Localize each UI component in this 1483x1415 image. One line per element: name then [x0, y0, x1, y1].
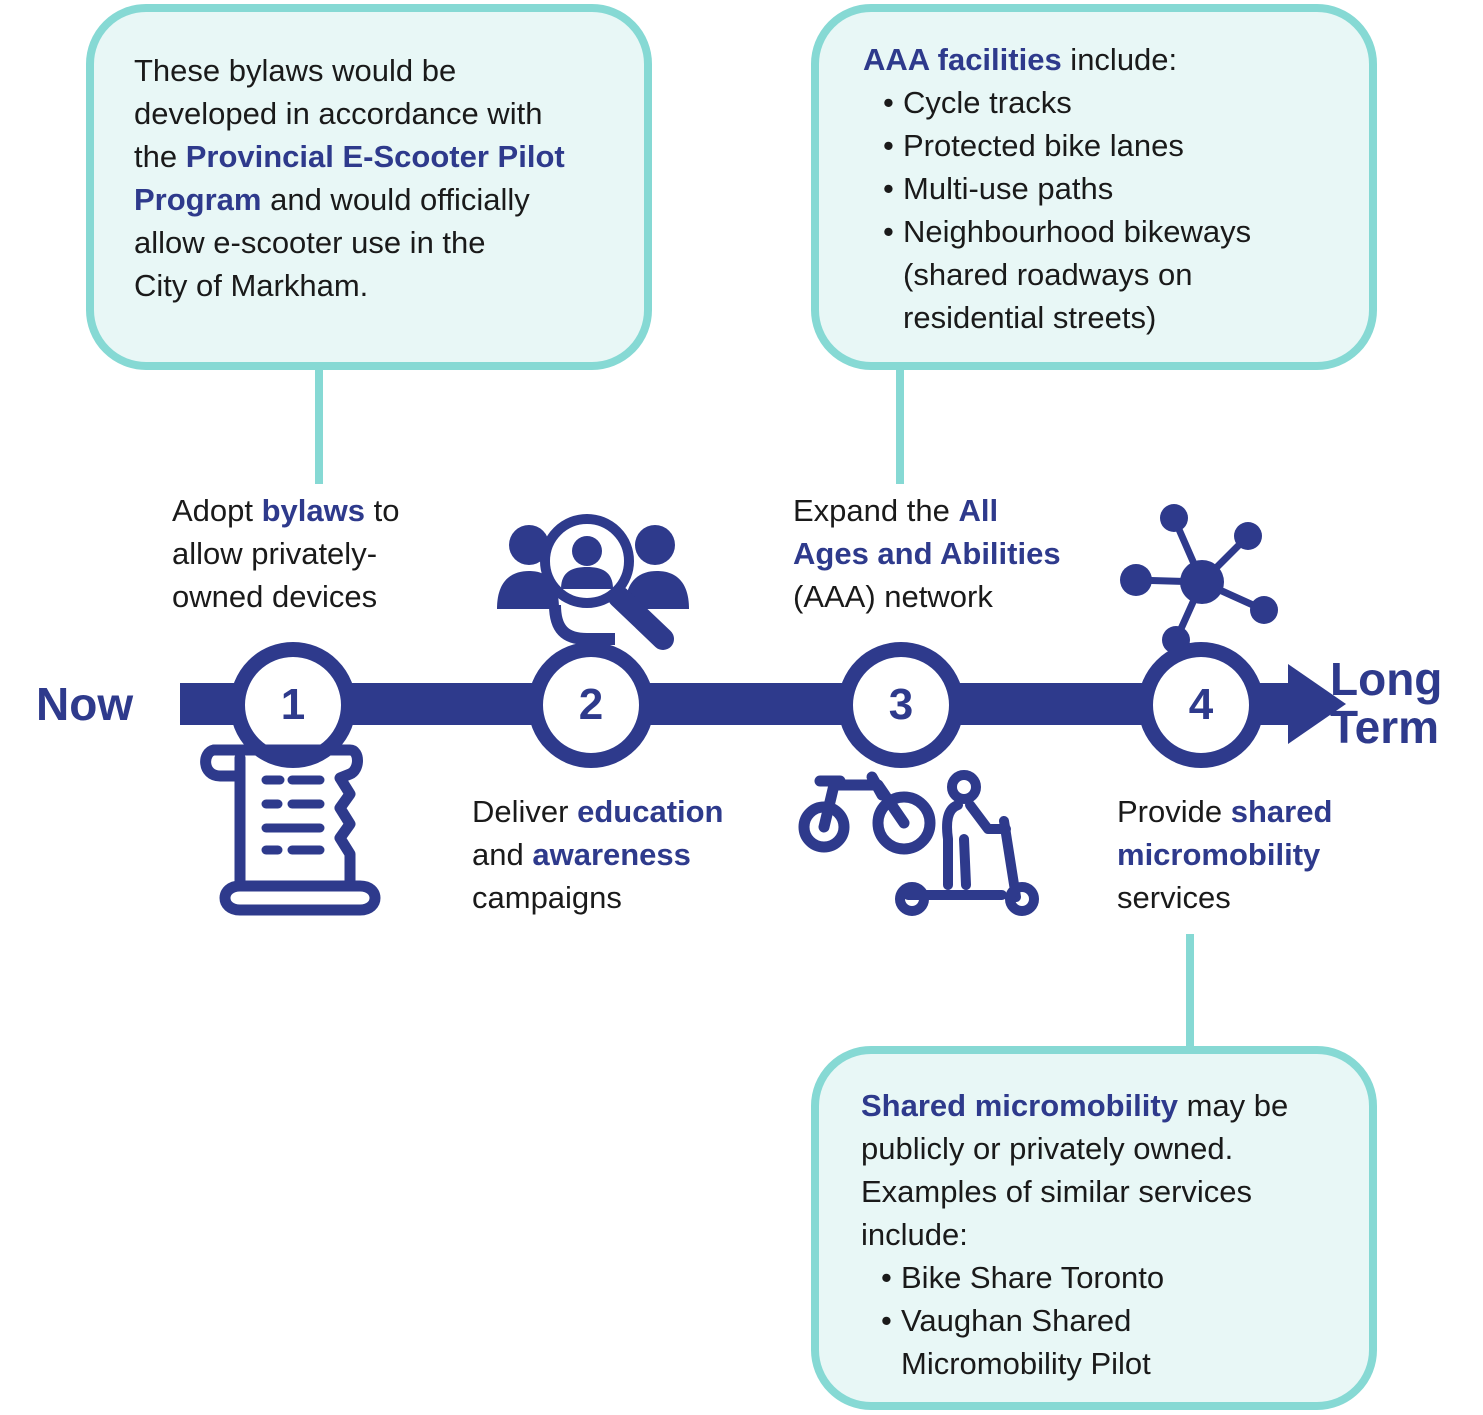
bylaws-connector [315, 366, 323, 484]
list-item: Multi-use paths [883, 167, 1251, 210]
aaa-callout-text: AAA facilities include: Cycle tracks Pro… [863, 38, 1251, 339]
timeline-arrowhead [1288, 664, 1346, 744]
step-2-circle: 2 [528, 642, 654, 768]
list-item: Bike Share Toronto [881, 1256, 1288, 1299]
timeline-bar [180, 683, 1300, 725]
callout-line: include: [861, 1217, 968, 1252]
callout-line: the Provincial E-Scooter Pilot [134, 139, 565, 174]
callout-line: City of Markham. [134, 268, 369, 303]
now-label: Now [36, 678, 134, 730]
people-search-icon [497, 514, 689, 650]
shared-bullet-list: Bike Share Toronto Vaughan SharedMicromo… [881, 1256, 1288, 1385]
program-highlight: Program [134, 182, 262, 217]
provincial-pilot-highlight: Provincial E-Scooter Pilot [185, 139, 565, 174]
list-item: Cycle tracks [883, 81, 1251, 124]
step-1-label: Adopt bylaws to allow privately- owned d… [172, 493, 400, 614]
bylaw-scroll-icon [200, 744, 381, 916]
shared-callout-text: Shared micromobility may be publicly or … [861, 1084, 1288, 1385]
callout-line: allow e-scooter use in the [134, 225, 486, 260]
callout-line: publicly or privately owned. [861, 1131, 1234, 1166]
list-item: Protected bike lanes [883, 124, 1251, 167]
callout-line: Program and would officially [134, 182, 530, 217]
step-2-label: Deliver education and awareness campaign… [472, 794, 724, 915]
bylaws-callout [86, 4, 652, 370]
list-item: Neighbourhood bikeways(shared roadways o… [883, 210, 1251, 339]
aaa-bullet-list: Cycle tracks Protected bike lanes Multi-… [883, 81, 1251, 339]
aaa-connector [896, 366, 904, 484]
callout-line: These bylaws would be [134, 53, 457, 88]
bicycle-scooter-icon [798, 770, 1039, 916]
aaa-heading: AAA facilities include: [863, 42, 1178, 77]
callout-line: Examples of similar services [861, 1174, 1253, 1209]
long-term-label: Long Term [1330, 653, 1443, 753]
step-4-label: Provide shared micromobility services [1117, 794, 1333, 915]
step-4-circle: 4 [1138, 642, 1264, 768]
bylaws-callout-text: These bylaws would be developed in accor… [134, 49, 565, 307]
step-3-circle: 3 [838, 642, 964, 768]
shared-heading: Shared micromobility may be [861, 1088, 1289, 1123]
network-hub-icon [1120, 504, 1278, 654]
callout-line: developed in accordance with [134, 96, 543, 131]
shared-connector [1186, 934, 1194, 1050]
step-3-label: Expand the All Ages and Abilities (AAA) … [793, 493, 1061, 614]
